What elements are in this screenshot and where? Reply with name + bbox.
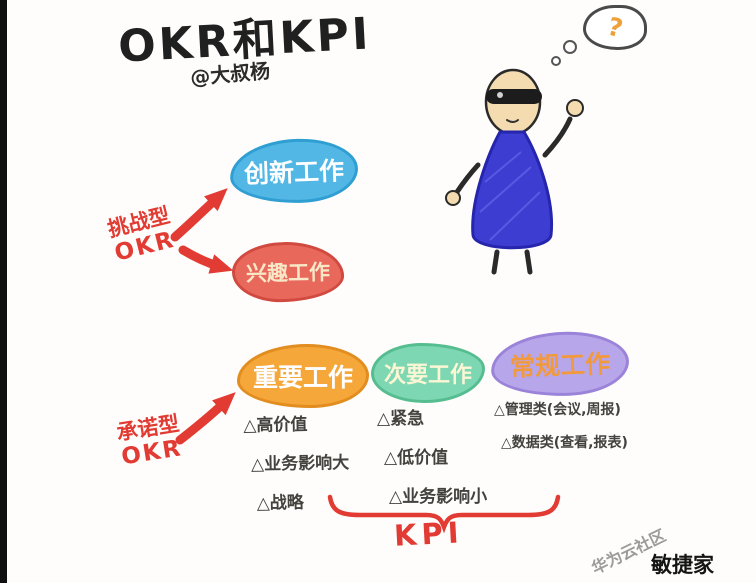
kpi-brace-icon [327,494,561,534]
list-item: △业务影响大 [250,453,350,475]
bubble-important-label: 重要工作 [252,363,353,392]
arrow-to-interest [178,245,234,274]
brand-signature: 敏捷家 [651,553,714,577]
bubble-innovation-label: 创新工作 [243,156,345,189]
list-item: △低价值 [384,448,449,468]
list-item: △数据类(查看,报表) [501,435,628,451]
figure-left-arm [454,162,481,195]
thought-dot-large [563,40,577,54]
arrow-to-innovation [170,188,228,242]
bubble-routine-label: 常规工作 [509,349,611,382]
figure-mouth [506,119,519,123]
list-item: △管理类(会议,周报) [494,402,621,418]
arrow-to-important [175,392,236,445]
bubble-interest-label: 兴趣工作 [245,260,331,286]
figure-body [471,130,554,250]
figure-right-arm [542,116,573,158]
figure-left-leg [491,249,500,275]
kpi-label: KPI [393,515,465,553]
bubble-secondary-label: 次要工作 [383,363,472,388]
list-item: △业务影响小 [389,487,488,507]
bubble-secondary-work: 次要工作 [371,343,485,403]
figure-glasses [486,89,542,104]
important-work-list: △高价值 △业务影响大 △战略 [243,409,350,514]
figure-right-fist [566,99,584,117]
routine-work-list: △管理类(会议,周报) △数据类(查看,报表) [494,399,628,452]
figure-left-hand [445,190,461,206]
thought-cloud: ? [583,5,647,50]
question-mark: ? [604,11,626,44]
secondary-work-list: △紧急 △低价值 △业务影响小 [377,404,487,507]
left-edge-bar [0,0,7,583]
list-item: △战略 [256,492,304,514]
thought-dot-small [551,56,561,66]
thinking-person-figure [445,40,584,275]
list-item: △高价值 [243,414,308,436]
list-item: △紧急 [377,409,425,429]
bubble-important-work: 重要工作 [237,344,369,408]
figure-right-leg [524,249,533,275]
